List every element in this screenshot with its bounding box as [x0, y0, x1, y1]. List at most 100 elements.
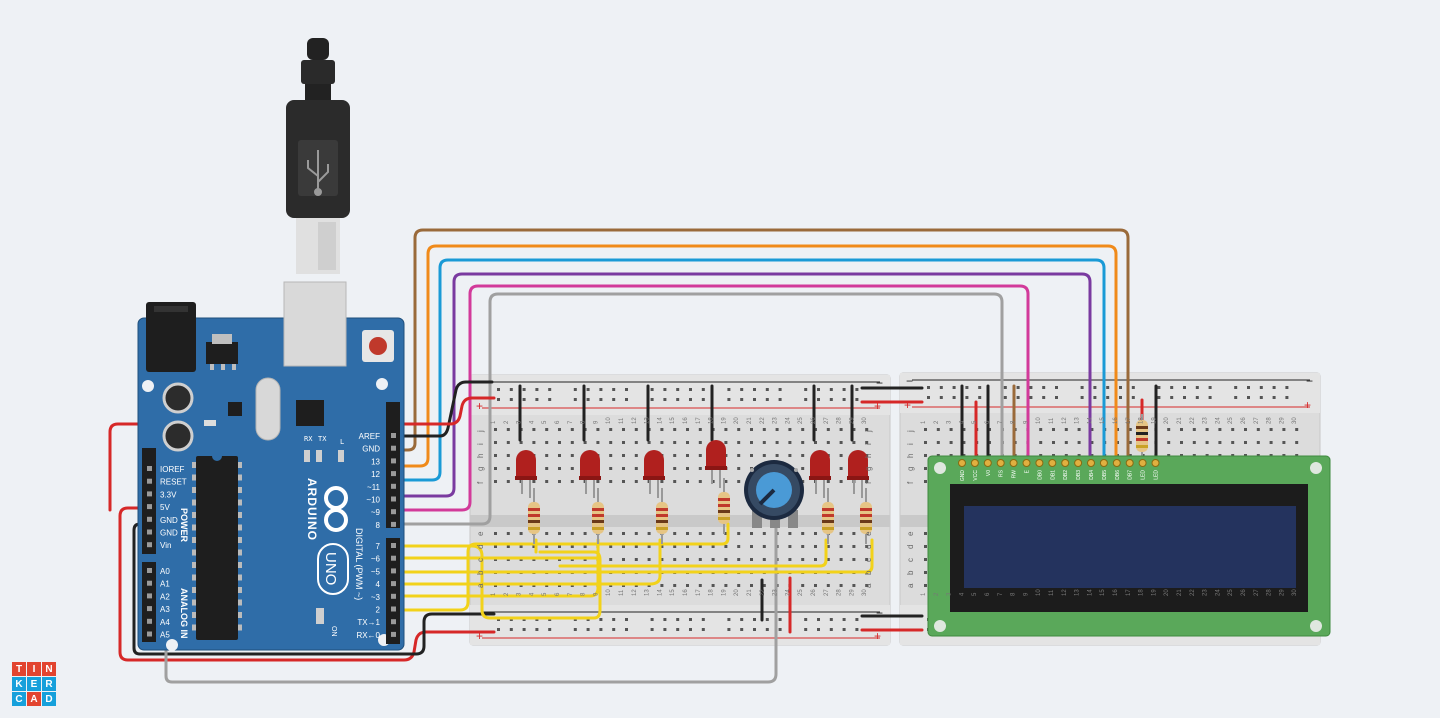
lcd-pin[interactable]: [958, 459, 966, 467]
reset-button[interactable]: [369, 337, 387, 355]
column-number: 6: [985, 420, 991, 424]
lcd-pin[interactable]: [1074, 459, 1083, 467]
row-letter: a: [906, 583, 915, 588]
column-number: 26: [811, 589, 817, 596]
pin-label: A4: [160, 618, 170, 627]
logo-letter: D: [42, 692, 56, 706]
row-letter: b: [476, 570, 485, 575]
lcd-pin[interactable]: [1125, 459, 1134, 467]
header-pin[interactable]: [391, 458, 396, 464]
header-pin[interactable]: [391, 619, 396, 625]
usb-port[interactable]: [283, 281, 347, 367]
lcd-pin[interactable]: [1061, 459, 1070, 467]
lcd-pin[interactable]: [1087, 459, 1095, 467]
lcd-pin[interactable]: [1099, 459, 1108, 467]
header-pin[interactable]: [391, 568, 396, 574]
column-number: 5: [542, 592, 548, 596]
led-red[interactable]: [809, 450, 831, 498]
pin-label: 12: [371, 470, 380, 479]
row-letter: g: [906, 467, 915, 471]
column-number: 4: [529, 420, 535, 424]
header-pin[interactable]: [147, 568, 152, 573]
tinkercad-logo[interactable]: T I N K E R C A D: [12, 662, 56, 706]
led-red[interactable]: [643, 450, 665, 498]
header-pin[interactable]: [147, 542, 152, 548]
resistor[interactable]: [718, 478, 730, 534]
header-pin[interactable]: [391, 631, 396, 637]
rail-plus-label: +: [1304, 398, 1311, 412]
lcd-pin[interactable]: [970, 459, 979, 467]
header-pin[interactable]: [391, 521, 396, 527]
wires[interactable]: [108, 228, 1158, 684]
header-pin[interactable]: [147, 631, 152, 637]
pin-label: GND: [160, 529, 178, 538]
header-pin[interactable]: [391, 471, 396, 477]
column-number: 6: [555, 592, 561, 596]
column-number: 9: [1023, 420, 1029, 424]
pin-label: ~9: [371, 508, 381, 517]
resistor[interactable]: [822, 488, 834, 544]
header-pin[interactable]: [147, 606, 152, 612]
column-number: 20: [734, 417, 740, 424]
header-pin[interactable]: [147, 580, 152, 586]
column-number: 25: [1228, 417, 1234, 424]
header-pin[interactable]: [147, 491, 152, 497]
lcd-pin[interactable]: [1048, 459, 1057, 467]
arduino-uno-board[interactable]: L TX RX ARDUINO UNO ON DIGITAL (PWM ~) I…: [137, 281, 405, 651]
potentiometer[interactable]: [744, 460, 804, 528]
header-pin[interactable]: [391, 483, 396, 489]
header-pin[interactable]: [391, 433, 396, 438]
column-number: 24: [785, 589, 791, 596]
header-pin[interactable]: [391, 445, 396, 451]
lcd-pin[interactable]: [1112, 459, 1121, 467]
lcd-pin[interactable]: [1009, 459, 1018, 467]
resistor[interactable]: [528, 488, 540, 544]
lcd-pin[interactable]: [1138, 459, 1147, 467]
row-letter: d: [906, 545, 915, 549]
header-pin[interactable]: [391, 509, 396, 515]
usb-cable[interactable]: [286, 38, 350, 274]
column-number: 1: [491, 592, 497, 596]
lcd-pin[interactable]: [1035, 459, 1044, 467]
header-pin[interactable]: [391, 606, 396, 612]
header-pin[interactable]: [391, 496, 396, 502]
column-number: 10: [1036, 417, 1042, 424]
column-number: 16: [1113, 589, 1119, 596]
header-pin[interactable]: [391, 581, 396, 587]
header-pin[interactable]: [147, 618, 152, 624]
header-pin[interactable]: [147, 593, 152, 599]
led-label-l: L: [340, 438, 344, 446]
column-number: 14: [657, 417, 663, 424]
led-red[interactable]: [515, 450, 537, 498]
header-pin[interactable]: [147, 478, 152, 484]
column-number: 28: [1267, 417, 1273, 424]
lcd-pin[interactable]: [1151, 459, 1160, 467]
column-number: 30: [1292, 417, 1298, 424]
header-pin[interactable]: [147, 529, 152, 535]
rail-plus-label: +: [904, 398, 911, 412]
resistor[interactable]: [592, 488, 604, 544]
logo-letter: R: [42, 677, 56, 691]
header-pin[interactable]: [391, 555, 396, 561]
lcd-resistor[interactable]: [1136, 414, 1148, 462]
lcd-pin[interactable]: [1022, 459, 1031, 467]
resistor[interactable]: [656, 488, 668, 544]
column-number: 28: [837, 417, 843, 424]
header-pin[interactable]: [147, 516, 152, 522]
lcd-pin[interactable]: [996, 459, 1005, 467]
lcd-pin[interactable]: [983, 459, 992, 467]
header-pin[interactable]: [147, 504, 152, 510]
power-jack[interactable]: [146, 302, 196, 372]
led-red[interactable]: [579, 450, 601, 498]
rail-plus-label: +: [476, 399, 483, 413]
led-red[interactable]: [847, 450, 869, 498]
header-pin[interactable]: [147, 466, 152, 471]
column-number: 12: [632, 589, 638, 596]
header-pin[interactable]: [391, 593, 396, 599]
resistor[interactable]: [860, 488, 872, 544]
header-pin[interactable]: [391, 543, 396, 548]
pin-label: ~6: [371, 555, 381, 564]
led-red[interactable]: [705, 440, 727, 488]
